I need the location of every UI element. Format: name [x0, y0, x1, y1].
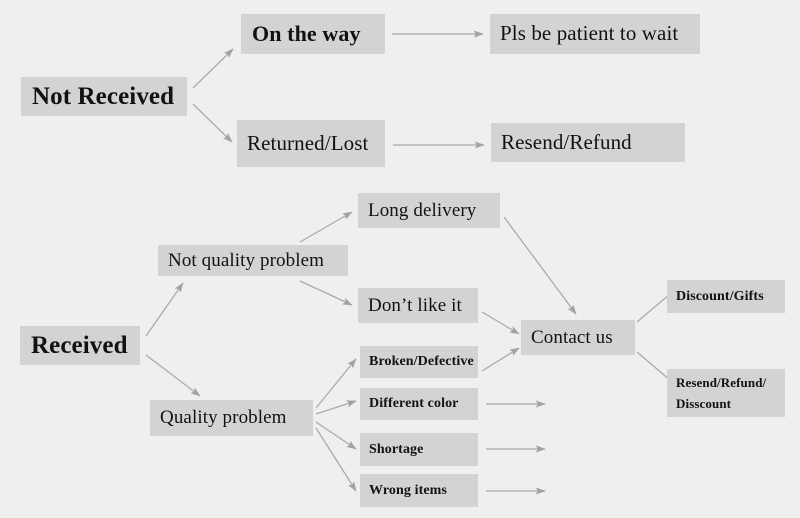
- node-not-received[interactable]: Not Received: [21, 77, 187, 116]
- node-broken-defective[interactable]: Broken/Defective: [360, 346, 478, 378]
- node-dont-like-it[interactable]: Don’t like it: [358, 288, 478, 323]
- edge-quality-problem-to-wrong-items: [315, 427, 357, 492]
- node-returned-lost[interactable]: Returned/Lost: [237, 120, 385, 167]
- node-received[interactable]: Received: [20, 326, 140, 365]
- edge-not-received-to-on-the-way: [192, 48, 234, 89]
- edge-received-to-not-quality-problem: [145, 282, 184, 337]
- edge-quality-problem-to-different-color: [315, 400, 357, 415]
- node-contact-us[interactable]: Contact us: [521, 320, 635, 355]
- node-discount-gifts[interactable]: Discount/Gifts: [667, 280, 785, 313]
- edge-quality-problem-to-shortage: [315, 421, 357, 450]
- edge-dont-like-it-to-contact-us: [481, 311, 520, 335]
- node-resend-refund-disscount[interactable]: Resend/Refund/ Disscount: [667, 369, 785, 417]
- node-on-the-way[interactable]: On the way: [241, 14, 385, 54]
- node-resend-refund[interactable]: Resend/Refund: [491, 123, 685, 162]
- edge-received-to-quality-problem: [145, 354, 201, 397]
- node-long-delivery[interactable]: Long delivery: [358, 193, 500, 228]
- edge-not-quality-problem-to-long-delivery: [299, 211, 353, 243]
- node-different-color[interactable]: Different color: [360, 388, 478, 420]
- edge-not-quality-problem-to-dont-like-it: [299, 280, 353, 306]
- node-wrong-items[interactable]: Wrong items: [360, 474, 478, 507]
- edge-not-received-to-returned-lost: [192, 103, 233, 143]
- edge-long-delivery-to-contact-us: [503, 216, 577, 315]
- edge-broken-defective-to-contact-us: [481, 347, 520, 372]
- edge-quality-problem-to-broken-defective: [315, 358, 357, 409]
- node-quality-problem[interactable]: Quality problem: [150, 400, 313, 436]
- node-shortage[interactable]: Shortage: [360, 433, 478, 466]
- node-pls-be-patient-to-wait[interactable]: Pls be patient to wait: [490, 14, 700, 54]
- node-not-quality-problem[interactable]: Not quality problem: [158, 245, 348, 276]
